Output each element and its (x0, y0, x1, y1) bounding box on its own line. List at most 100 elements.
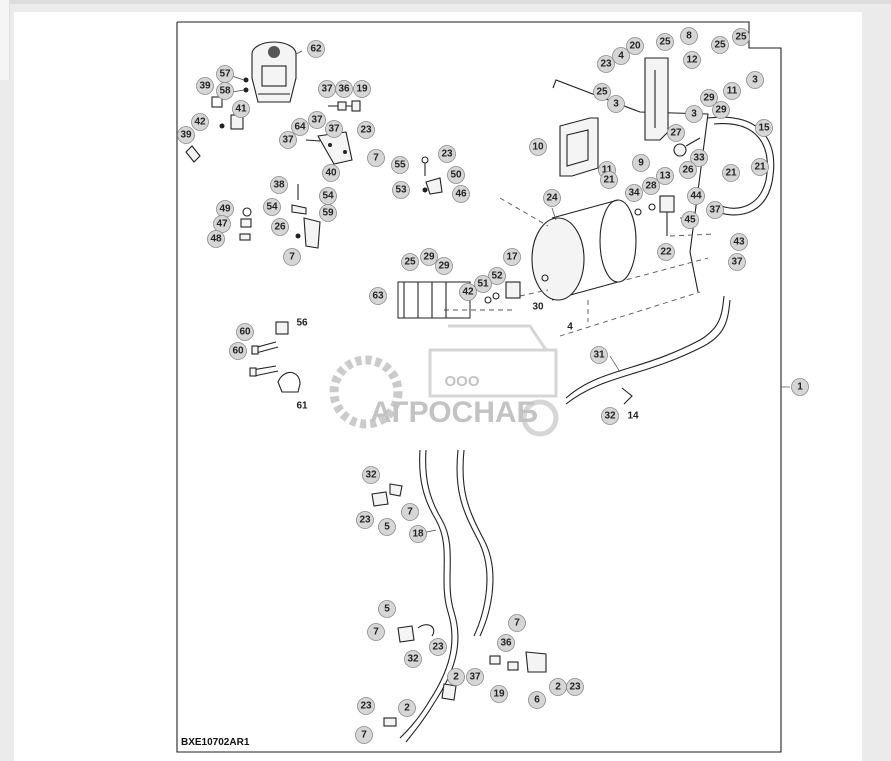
callout-12: 12 (683, 51, 701, 69)
callout-number: 2 (555, 682, 561, 693)
callout-32: 32 (404, 650, 422, 668)
fitting-row-37-36-19 (328, 100, 361, 112)
callout-32: 32 (362, 466, 380, 484)
callout-23: 23 (438, 145, 456, 163)
diagram-frame (176, 21, 782, 753)
callout-number: 23 (569, 682, 581, 693)
callout-37: 37 (325, 120, 343, 138)
callout-18: 18 (409, 525, 427, 543)
callout-64: 64 (291, 118, 309, 136)
callout-number: 28 (645, 181, 657, 192)
callout-49: 49 (216, 200, 234, 218)
callout-63: 63 (369, 287, 387, 305)
callout-14: 14 (627, 411, 639, 422)
watermark-company: ООО (444, 373, 479, 390)
callout-10: 10 (529, 138, 547, 156)
callout-3: 3 (685, 105, 703, 123)
callout-24: 24 (543, 189, 561, 207)
callout-62: 62 (307, 40, 325, 58)
bracket-40 (305, 131, 353, 165)
callout-number: 31 (593, 350, 605, 361)
callout-57: 57 (216, 65, 234, 83)
watermark-logo: ООО АГРОСНАБ (329, 324, 559, 437)
clamp-61 (277, 371, 301, 393)
callout-5: 5 (378, 600, 396, 618)
callout-7: 7 (283, 248, 301, 266)
callout-8: 8 (680, 27, 698, 45)
callout-number: 19 (356, 84, 368, 95)
callout-29: 29 (435, 257, 453, 275)
air-compressor-62 (251, 41, 297, 103)
callout-37: 37 (308, 111, 326, 129)
callout-number: 15 (758, 123, 770, 134)
callout-number: 64 (294, 122, 306, 133)
callout-number: 34 (628, 188, 640, 199)
callout-60: 60 (229, 342, 247, 360)
callout-number: 47 (216, 219, 228, 230)
callout-4: 4 (612, 47, 630, 65)
callout-number: 43 (733, 237, 745, 248)
callout-number: 33 (693, 153, 705, 164)
callout-number: 36 (500, 638, 512, 649)
callout-number: 22 (660, 247, 672, 258)
callout-number: 11 (602, 165, 613, 176)
callout-20: 20 (626, 37, 644, 55)
callout-number: 7 (514, 618, 520, 629)
callout-1: 1 (791, 378, 809, 396)
callout-number: 41 (235, 104, 247, 115)
callout-number: 51 (477, 279, 489, 290)
callout-number: 24 (546, 193, 558, 204)
callout-number: 59 (322, 208, 334, 219)
callout-number: 23 (600, 59, 612, 70)
callout-number: 46 (455, 189, 467, 200)
callout-number: 23 (359, 515, 371, 526)
callout-number: 42 (194, 117, 206, 128)
callout-number: 21 (725, 168, 737, 179)
callout-number: 62 (310, 44, 322, 55)
callout-50: 50 (447, 166, 465, 184)
callout-number: 18 (412, 529, 424, 540)
callout-number: 6 (534, 695, 540, 706)
callout-23: 23 (357, 697, 375, 715)
callout-number: 57 (219, 69, 231, 80)
callout-60: 60 (236, 323, 254, 341)
callout-25: 25 (401, 253, 419, 271)
leader-lines (231, 50, 790, 535)
callout-4: 4 (567, 322, 573, 333)
callout-42: 42 (191, 113, 209, 131)
callout-number: 7 (373, 627, 379, 638)
callout-number: 30 (532, 302, 544, 313)
callout-number: 1 (797, 382, 803, 393)
callout-11: 11 (723, 82, 741, 100)
callout-59: 59 (319, 204, 337, 222)
callout-9: 9 (632, 154, 650, 172)
lower-clamps (371, 483, 547, 727)
callout-number: 32 (365, 470, 377, 481)
callout-number: 54 (322, 191, 334, 202)
callout-number: 29 (703, 93, 715, 104)
callout-25: 25 (732, 28, 750, 46)
callout-37: 37 (466, 668, 484, 686)
callout-number: 5 (384, 522, 390, 533)
fittings-group-left (185, 77, 249, 163)
callout-number: 42 (462, 287, 474, 298)
callout-37: 37 (318, 80, 336, 98)
callout-number: 20 (629, 41, 641, 52)
callout-number: 26 (274, 222, 286, 233)
callout-36: 36 (335, 80, 353, 98)
callout-3: 3 (607, 95, 625, 113)
callout-number: 37 (709, 205, 721, 216)
callout-number: 25 (404, 257, 416, 268)
callout-number: 27 (670, 128, 682, 139)
watermark-brand: АГРОСНАБ (370, 396, 538, 429)
callout-43: 43 (730, 233, 748, 251)
callout-number: 29 (715, 105, 727, 116)
callout-number: 58 (219, 86, 231, 97)
callout-number: 7 (407, 507, 413, 518)
callout-2: 2 (447, 668, 465, 686)
callout-56: 56 (296, 318, 308, 329)
callout-number: 13 (659, 171, 671, 182)
callout-52: 52 (488, 267, 506, 285)
bolts-60 (249, 321, 289, 377)
callout-number: 39 (199, 81, 211, 92)
